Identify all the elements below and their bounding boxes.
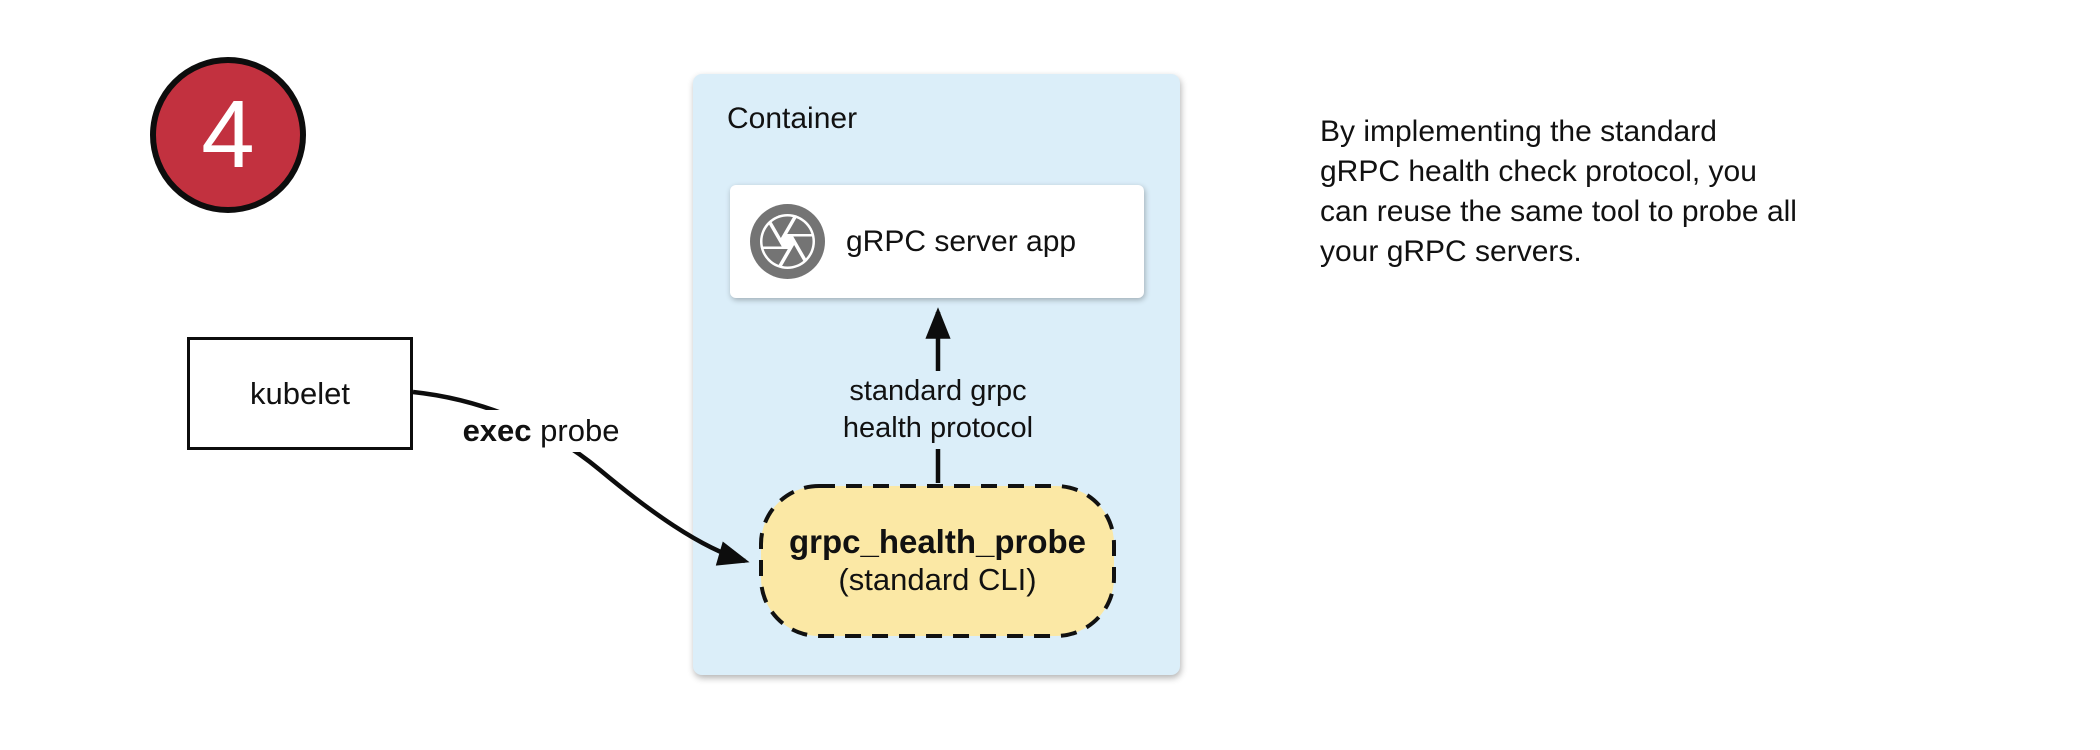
grpc-server-app-label: gRPC server app [846,224,1077,258]
note-line: gRPC health check protocol, you [1320,155,1757,188]
exec-probe-label-rest: probe [531,413,620,448]
step-badge: 4 [150,57,306,213]
probe-subtitle: (standard CLI) [838,562,1037,598]
health-label-line1: standard grpc [849,375,1027,407]
grpc-aperture-icon [750,204,825,279]
note-paragraph: By implementing the standard gRPC health… [1320,112,1797,272]
health-label-line2: health protocol [842,412,1034,444]
health-protocol-edge-label: standard grpc health protocol [832,371,1044,449]
kubelet-label: kubelet [250,375,350,411]
grpc-health-probe-label: grpc_health_probe (standard CLI) [761,486,1114,636]
probe-title: grpc_health_probe [788,523,1087,561]
kubelet-node: kubelet [187,337,413,450]
exec-probe-edge-label: exec probe [452,410,630,452]
note-line: your gRPC servers. [1320,235,1582,268]
step-number: 4 [201,81,255,188]
note-line: can reuse the same tool to probe all [1320,195,1797,228]
grpc-server-app-node: gRPC server app [730,185,1144,298]
exec-probe-label-bold: exec [462,413,532,448]
container-label: Container [727,102,858,135]
note-line: By implementing the standard [1320,115,1717,148]
